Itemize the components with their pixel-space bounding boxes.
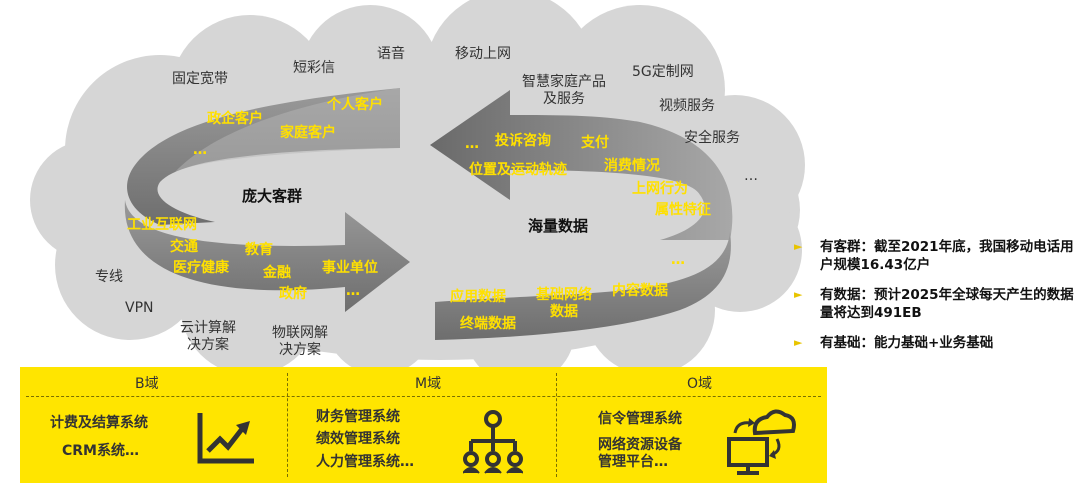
left-outer-label-4: VPN xyxy=(125,300,154,316)
left-outer-label-1: 短彩信 xyxy=(293,60,335,76)
left-outer-label-3: 专线 xyxy=(95,269,123,285)
left-top-label-0: 政企客户 xyxy=(207,111,263,127)
left-outer-label-0: 固定宽带 xyxy=(172,71,228,87)
right-bottom-label-3: 终端数据 xyxy=(460,316,516,332)
bullet-arrow-icon: ► xyxy=(794,288,803,301)
left-bottom-label-4: 金融 xyxy=(263,265,291,281)
left-cycle-arrow xyxy=(124,88,411,312)
right-top-label-1: 投诉咨询 xyxy=(495,133,551,149)
left-top-label-3: … xyxy=(193,142,207,158)
panel-divider xyxy=(287,373,288,477)
left-outer-label-2: 语音 xyxy=(377,46,405,62)
panel-divider xyxy=(556,373,557,477)
left-outer-label-5: 云计算解 决方案 xyxy=(180,320,236,353)
left-top-label-1: 个人客户 xyxy=(327,97,383,113)
left-bottom-label-3: 教育 xyxy=(245,242,273,258)
right-top-label-6: 属性特征 xyxy=(655,202,711,218)
right-outer-label-5: … xyxy=(744,168,758,184)
domain-title-m: M域 xyxy=(415,376,442,392)
left-bottom-label-0: 工业互联网 xyxy=(127,217,197,233)
panel-divider xyxy=(26,396,821,397)
right-bottom-label-1: 基础网络 数据 xyxy=(536,287,592,320)
right-top-label-5: 上网行为 xyxy=(632,181,688,197)
right-outer-label-0: 移动上网 xyxy=(455,46,511,62)
left-bottom-label-1: 交通 xyxy=(170,239,198,255)
bullet-text: 有数据：预计2025年全球每天产生的数据量将达到491EB xyxy=(820,287,1074,321)
right-top-label-2: 支付 xyxy=(581,135,609,151)
right-bottom-label-0: 应用数据 xyxy=(450,289,506,305)
bullet-item: ► 有基础：能力基础+业务基础 xyxy=(790,334,1080,352)
m-system-2: 人力管理系统… xyxy=(316,454,414,470)
right-outer-label-1: 智慧家庭产品 及服务 xyxy=(522,74,606,107)
right-top-label-7: … xyxy=(671,252,685,268)
b-system-1: CRM系统… xyxy=(62,443,139,459)
right-bottom-label-2: 内容数据 xyxy=(612,283,668,299)
bullet-text: 有基础：能力基础+业务基础 xyxy=(820,335,994,351)
bullet-text: 有客群：截至2021年底，我国移动电话用户规模16.43亿户 xyxy=(820,239,1074,273)
left-bottom-label-6: 事业单位 xyxy=(322,260,378,276)
right-outer-label-2: 5G定制网 xyxy=(632,64,694,80)
massive-data-label: 海量数据 xyxy=(528,217,589,235)
left-outer-label-6: 物联网解 决方案 xyxy=(272,325,328,358)
domain-panel: B域 计费及结算系统 CRM系统… M域 财务管理系统 绩效管理系统 人力管理系… xyxy=(20,367,827,483)
domain-title-b: B域 xyxy=(135,376,159,392)
m-system-0: 财务管理系统 xyxy=(316,409,400,425)
bullet-item: ► 有数据：预计2025年全球每天产生的数据量将达到491EB xyxy=(790,286,1080,322)
summary-bullet-list: ► 有客群：截至2021年底，我国移动电话用户规模16.43亿户 ► 有数据：预… xyxy=(790,238,1080,364)
right-top-label-0: … xyxy=(465,136,479,152)
b-system-0: 计费及结算系统 xyxy=(50,415,148,431)
m-system-1: 绩效管理系统 xyxy=(316,431,400,447)
o-system-1: 网络资源设备 管理平台… xyxy=(598,437,682,470)
right-cycle-arrow xyxy=(430,90,733,340)
left-bottom-label-5: 政府 xyxy=(279,286,307,302)
right-top-label-4: 消费情况 xyxy=(604,158,660,174)
large-customer-base-label: 庞大客群 xyxy=(242,187,303,205)
bullet-item: ► 有客群：截至2021年底，我国移动电话用户规模16.43亿户 xyxy=(790,238,1080,274)
left-bottom-label-2: 医疗健康 xyxy=(173,260,229,276)
left-top-label-2: 家庭客户 xyxy=(280,125,336,141)
cloud-computer-icon xyxy=(727,409,796,475)
bullet-arrow-icon: ► xyxy=(794,240,803,253)
right-outer-label-3: 视频服务 xyxy=(659,98,715,114)
right-outer-label-4: 安全服务 xyxy=(684,130,740,146)
bullet-arrow-icon: ► xyxy=(794,336,803,349)
left-bottom-label-7: … xyxy=(346,283,360,299)
domain-title-o: O域 xyxy=(687,376,713,392)
org-hierarchy-icon xyxy=(463,410,523,474)
right-top-label-3: 位置及运动轨迹 xyxy=(469,162,567,178)
chart-trend-icon xyxy=(197,413,254,464)
o-system-0: 信令管理系统 xyxy=(598,411,682,427)
